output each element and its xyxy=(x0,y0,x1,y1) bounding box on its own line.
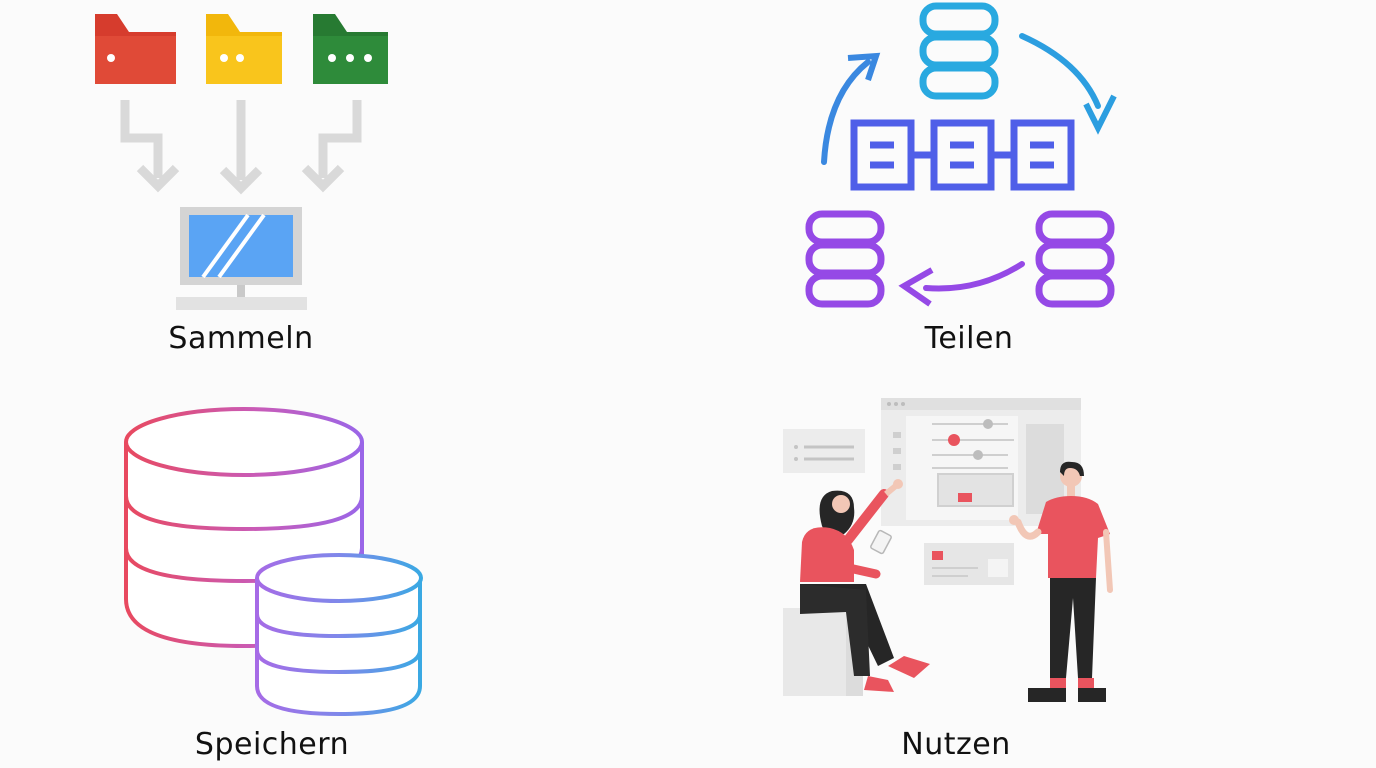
collect-label: Sammeln xyxy=(168,321,314,356)
store-illustration xyxy=(124,407,423,717)
database-icon-right xyxy=(1035,210,1115,308)
database-icon-left xyxy=(805,210,885,308)
database-icon-top xyxy=(919,2,999,100)
person-icon-woman xyxy=(800,479,930,692)
collect-panel: Sammeln xyxy=(0,0,688,384)
folder-icon-red xyxy=(95,14,176,84)
person-icon-man xyxy=(1009,461,1113,702)
dashboard-window-icon xyxy=(881,398,1081,526)
collect-illustration xyxy=(95,14,388,310)
use-label: Nutzen xyxy=(901,727,1011,762)
network-icon xyxy=(850,119,1075,191)
info-card-left xyxy=(783,429,865,473)
cycle-arrow-icons xyxy=(821,33,1117,307)
share-illustration xyxy=(805,2,1117,308)
use-panel: Nutzen xyxy=(688,384,1376,768)
monitor-icon xyxy=(176,207,307,310)
store-panel: Speichern xyxy=(0,384,688,768)
info-card-middle xyxy=(924,543,1014,585)
database-icon-small xyxy=(255,553,423,717)
share-label: Teilen xyxy=(924,321,1014,356)
folder-icon-green xyxy=(313,14,388,84)
folder-icon-yellow xyxy=(206,14,282,84)
arrow-icons xyxy=(120,100,362,195)
store-label: Speichern xyxy=(194,727,350,762)
use-illustration xyxy=(783,398,1113,702)
share-panel: Teilen xyxy=(688,0,1376,384)
